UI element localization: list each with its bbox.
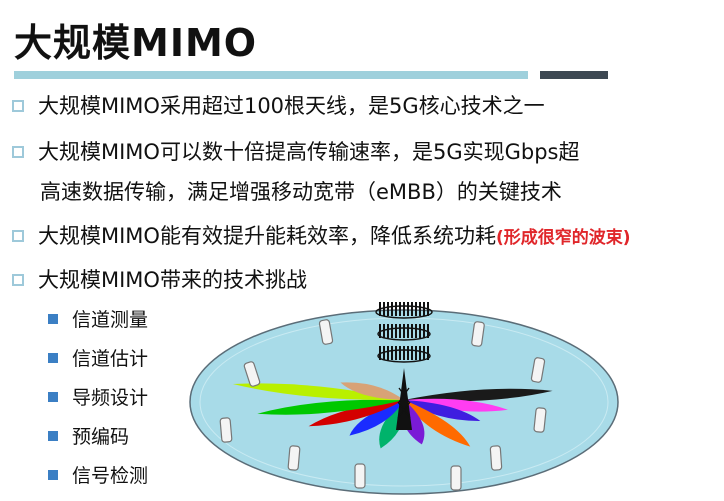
beam-lobe [404,400,471,447]
bullet-square-icon [12,145,24,158]
beam-lobe [340,382,404,400]
bullet-continuation-text: 高速数据传输，满足增强移动宽带（eMBB）的关键技术 [40,180,562,204]
bullet-continuation: 高速数据传输，满足增强移动宽带（eMBB）的关键技术 [40,178,562,206]
sub-bullet-text: 信号检测 [72,465,149,487]
bullet-text: 大规模MIMO可以数十倍提高传输速率，是5G实现Gbps超 [38,140,580,164]
bullet-text: 大规模MIMO能有效提升能耗效率，降低系统功耗 [38,224,496,248]
bullet-text: 大规模MIMO采用超过100根天线，是5G核心技术之一 [38,94,545,118]
user-device-icon [354,463,366,489]
highlight-note: (形成很窄的波束) [495,228,631,248]
user-device-icons [219,319,547,491]
title-underline [14,71,528,79]
sub-bullet-item: 信道测量 [48,307,148,333]
bullet-square-icon [12,99,24,112]
sub-bullet-text: 信道测量 [72,309,149,331]
massive-mimo-beamforming-illustration [189,302,619,495]
antenna-tower-icon [375,302,433,430]
bullet-item: 大规模MIMO能有效提升能耗效率，降低系统功耗(形成很窄的波束) [12,222,631,252]
bullet-text: 大规模MIMO带来的技术挑战 [38,268,307,292]
bullet-item: 大规模MIMO带来的技术挑战 [12,266,307,294]
sub-bullet-square-icon [48,353,58,363]
beam-lobe [379,400,405,449]
sub-bullet-text: 信道估计 [72,348,149,370]
user-device-icon [489,445,503,471]
bullet-item: 大规模MIMO可以数十倍提高传输速率，是5G实现Gbps超 [12,138,579,166]
sub-bullet-item: 信号检测 [48,463,148,489]
beam-lobe [404,400,481,421]
page-title: 大规模MIMO [14,21,258,65]
user-device-icon [243,361,261,387]
user-device-icon [287,445,301,471]
bullet-square-icon [12,273,24,286]
beam-lobe [308,400,404,427]
beam-lobe [232,383,404,401]
sub-bullet-square-icon [48,431,58,441]
user-device-icon [450,465,462,491]
sub-bullet-item: 信道估计 [48,346,148,372]
sub-bullet-square-icon [48,314,58,324]
sub-bullet-text: 预编码 [72,426,130,448]
sub-bullet-item: 导频设计 [48,385,148,411]
sub-bullet-square-icon [48,470,58,480]
beam-lobe [257,399,404,415]
beam-lobe [404,398,508,412]
sub-bullet-square-icon [48,392,58,402]
user-device-icon [318,319,334,345]
beam-lobe [404,388,553,402]
user-device-icon [471,321,485,347]
bullet-item: 大规模MIMO采用超过100根天线，是5G核心技术之一 [12,92,545,120]
user-device-icon [219,417,233,443]
sub-bullet-text: 导频设计 [72,387,149,409]
beam-lobe [349,400,404,436]
user-device-icon [530,357,546,383]
user-device-icon [533,407,547,433]
title-accent-bar [540,71,608,79]
sub-bullet-item: 预编码 [48,424,129,450]
bullet-square-icon [12,229,24,242]
